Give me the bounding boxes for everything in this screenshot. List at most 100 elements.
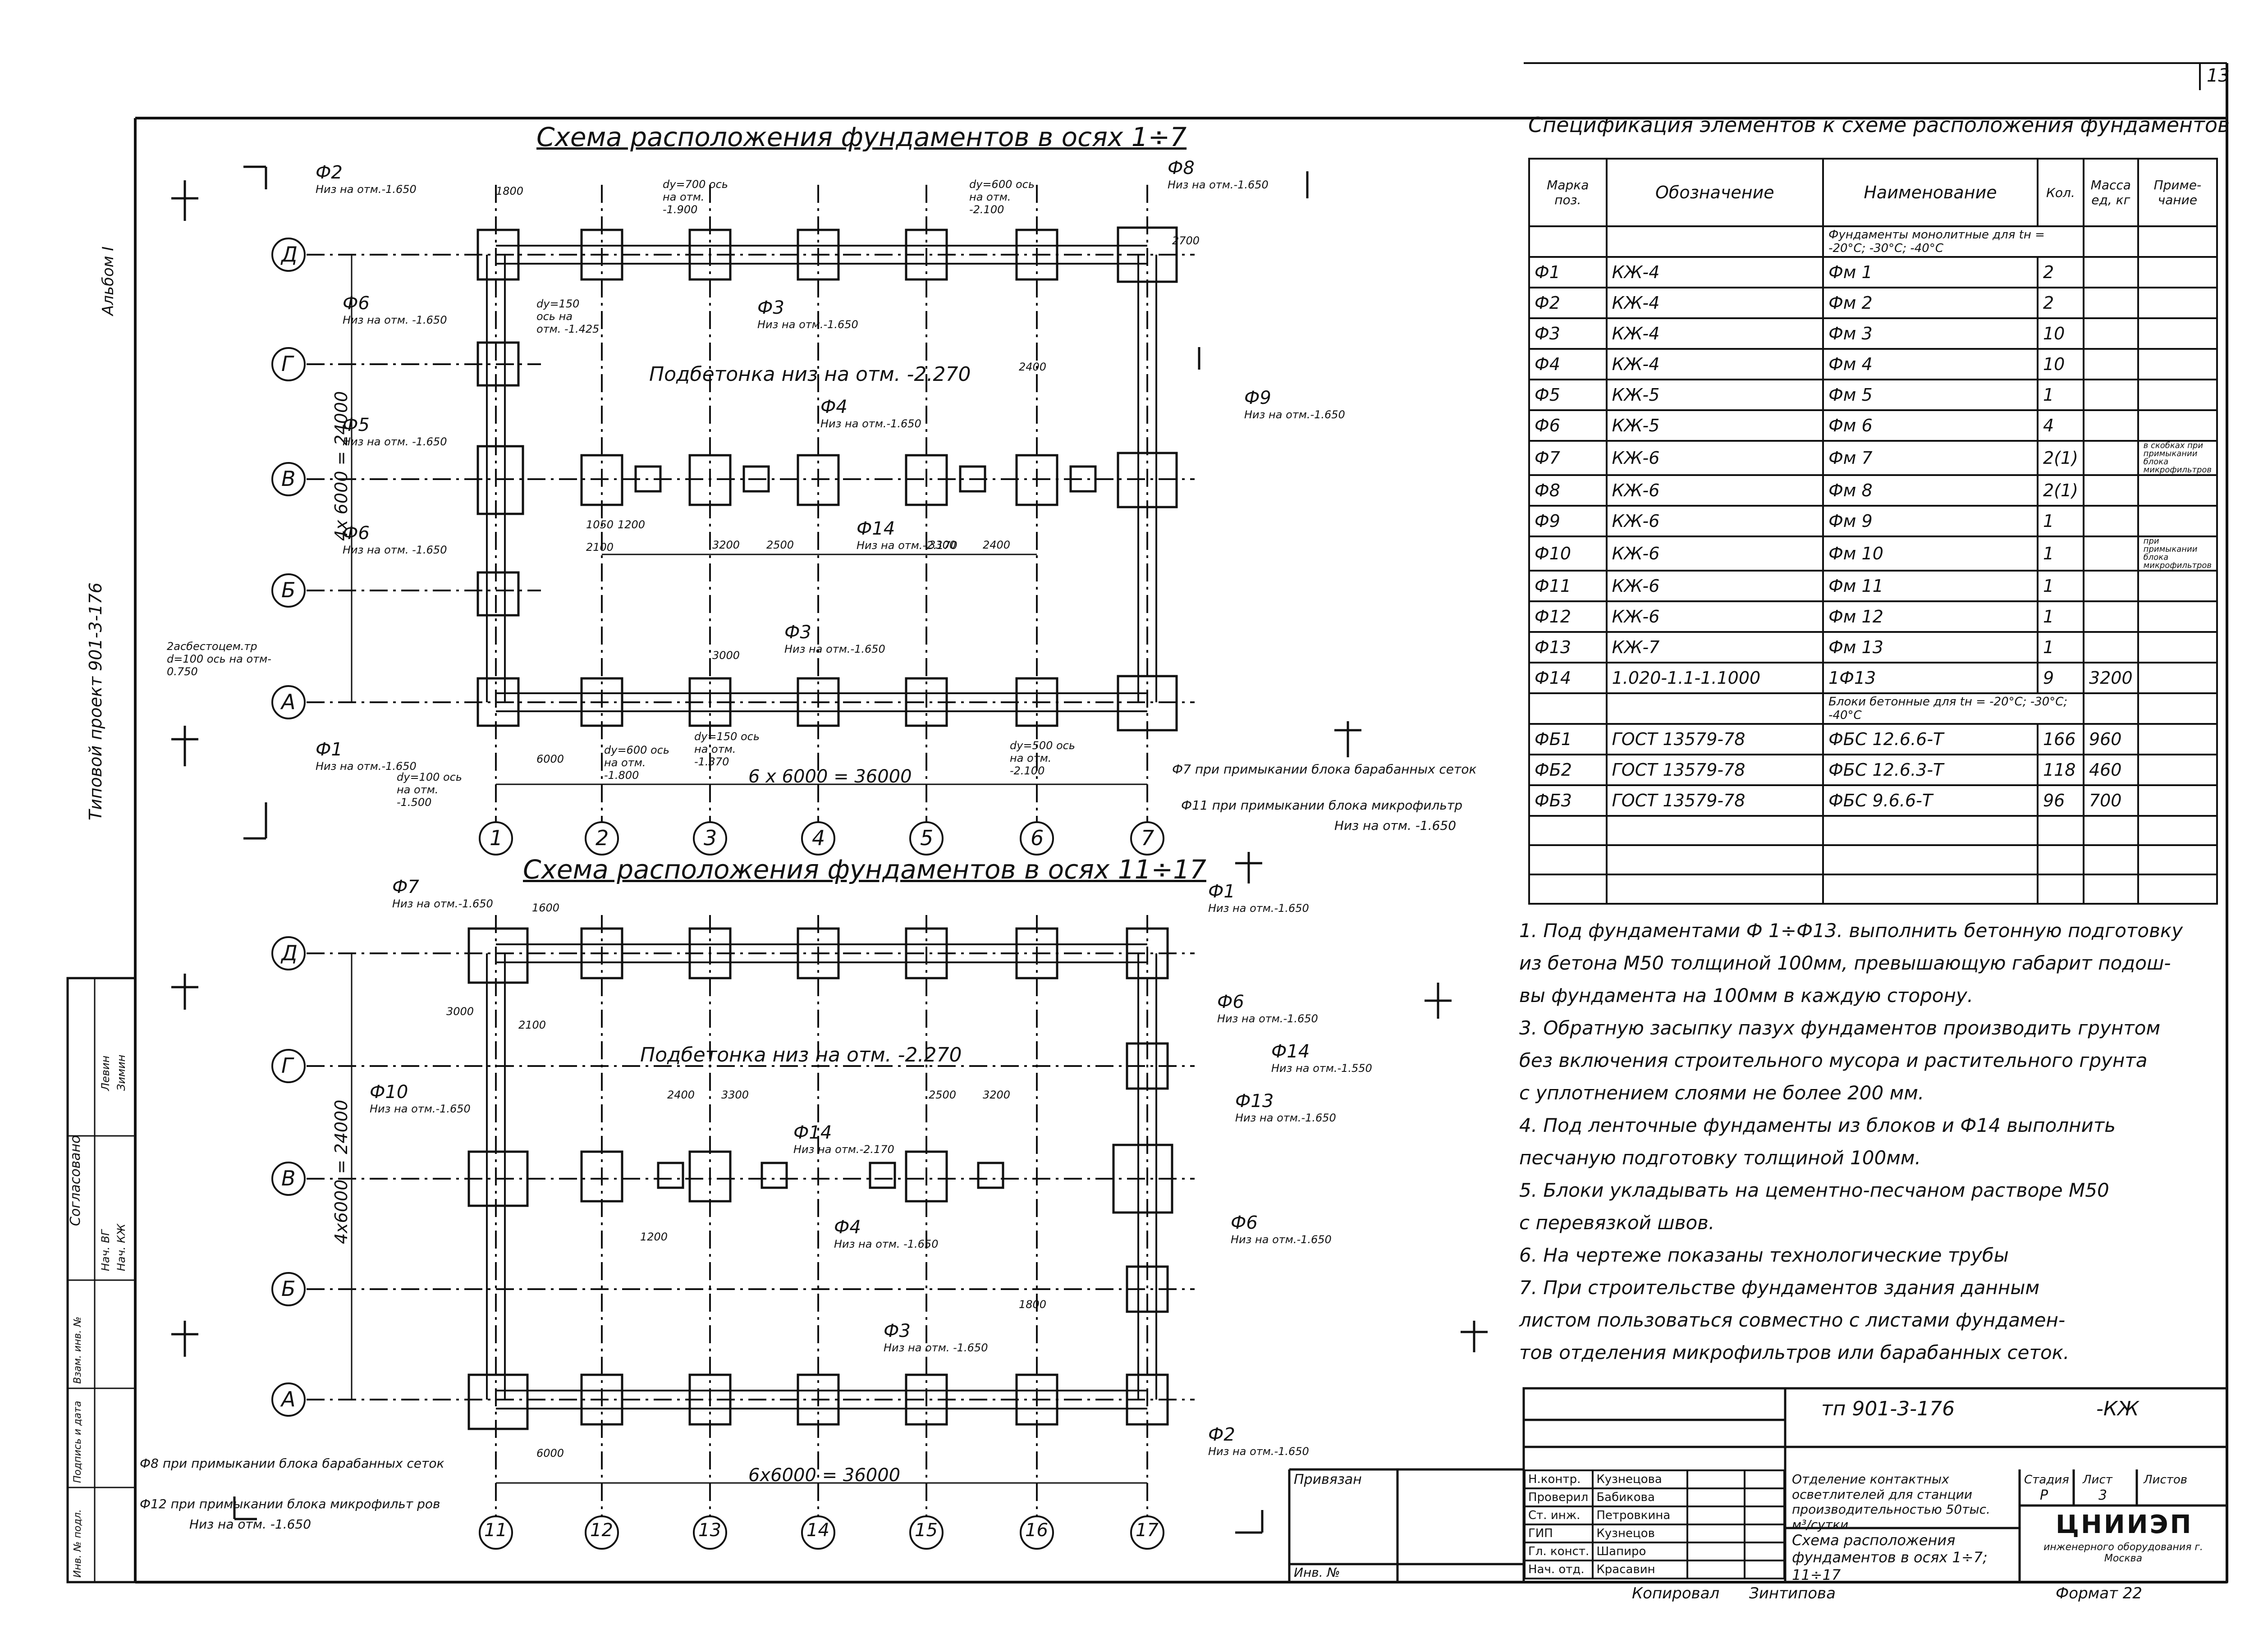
stamp-role: Гл. конст. — [1523, 1542, 1594, 1561]
spec-block-row-cell — [2137, 754, 2218, 786]
spec-row-cell: КЖ-4 — [1605, 317, 1824, 350]
spec-row-cell: Фм 13 — [1822, 631, 2039, 664]
stamp-sheets-h: Листов — [2144, 1473, 2188, 1487]
spec-row-cell: Ф2 — [1528, 287, 1608, 319]
spec-row-cell: Ф7 — [1528, 440, 1608, 476]
spec-row-cell — [2082, 474, 2139, 507]
axis-letter-D: Д — [281, 242, 298, 266]
plan-bottom-note-1: Ф8 при примыкании блока барабанных сеток — [140, 1456, 444, 1471]
sheet-format: Формат 22 — [2056, 1584, 2143, 1602]
spec-row-cell: КЖ-4 — [1605, 348, 1824, 380]
spec-row-cell — [2137, 287, 2218, 319]
dim-bot-7: 3000 — [446, 1005, 474, 1018]
spec-block-row-cell: ГОСТ 13579-78 — [1605, 723, 1824, 755]
stamp-person: Петровкина — [1592, 1506, 1688, 1525]
stamp-signature — [1686, 1506, 1745, 1525]
spec-row-cell: 2 — [2036, 287, 2084, 319]
stamp-date — [1743, 1524, 1786, 1543]
spec-row-cell: Ф14 — [1528, 662, 1608, 694]
pipe-note-4: dy=150 ось на отм. -1.370 — [694, 730, 760, 768]
stamp-date — [1743, 1560, 1786, 1579]
spec-row-cell: Ф1 — [1528, 256, 1608, 288]
plan-top-right-note-2: Ф11 при примыкании блока микрофильтр — [1181, 798, 1463, 813]
axis-num-3: 3 — [704, 826, 717, 850]
spec-row-cell — [2137, 317, 2218, 350]
spec-header-row: Марка поз. Обозначение Наименование Кол.… — [1528, 158, 2218, 227]
spec-row-cell — [2082, 570, 2139, 602]
spec-row-cell: КЖ-7 — [1605, 631, 1824, 664]
spec-row-cell — [2137, 379, 2218, 411]
axis-letter-V: В — [281, 467, 296, 491]
spec-row-cell — [2082, 287, 2139, 319]
plan-top-right-note-1: Ф7 при примыкании блока барабанных сеток — [1172, 762, 1477, 777]
spec-row-cell: КЖ-6 — [1605, 505, 1824, 537]
spec-row-cell: в скобках при примыкании блока микрофиль… — [2137, 440, 2218, 476]
pipe-note-1: dy=700 ось на отм. -1.900 — [663, 178, 728, 216]
axis-letter-G-2: Г — [281, 1053, 293, 1078]
dim-bot-3: 2500 — [929, 1089, 957, 1101]
axis-letter-A: А — [281, 690, 296, 714]
stamp-person-row: Нач. отд.Красавин — [1523, 1560, 1786, 1579]
stamp-stage-h: Стадия — [2024, 1473, 2069, 1487]
stamp-signature — [1686, 1524, 1745, 1543]
axis-bubble-6 — [1020, 821, 1054, 856]
axis-num-13: 13 — [698, 1520, 721, 1541]
axis-bubble-5 — [909, 821, 944, 856]
spec-row-cell — [2082, 256, 2139, 288]
axis-num-6: 6 — [1031, 826, 1044, 850]
spec-row-cell: Ф6 — [1528, 409, 1608, 442]
spec-row-cell: КЖ-6 — [1605, 535, 1824, 572]
spec-block-row-cell: ФБС 12.6.3-Т — [1822, 754, 2039, 786]
spec-block-row-cell — [2137, 723, 2218, 755]
spec-block-row-cell — [2137, 784, 2218, 817]
stamp-person: Бабикова — [1592, 1487, 1688, 1507]
spec-group1: Фундаменты монолитные для tн = -20°C; -3… — [1822, 225, 2084, 258]
plan-bottom-note-3: Низ на отм. -1.650 — [189, 1517, 312, 1532]
pipe-note-8: dy=100 ось на отм. -1.500 — [397, 771, 463, 809]
dim-top-5: 2400 — [983, 539, 1011, 551]
axis-num-11: 11 — [484, 1520, 507, 1541]
pipe-note-5: dy=600 ось на отм. -1.800 — [604, 744, 670, 782]
copied-by-name: Зинтипова — [1749, 1584, 1836, 1602]
spec-row-cell: КЖ-5 — [1605, 409, 1824, 442]
note-line: листом пользоваться совместно с листами … — [1519, 1309, 2066, 1331]
axis-bubble-7 — [1130, 821, 1164, 856]
dim-top-8: 2400 — [1019, 361, 1047, 373]
note-line: тов отделения микрофильтров или барабанн… — [1519, 1341, 2070, 1364]
axis-bubble-D — [271, 238, 306, 272]
stamp-org: ЦНИИЭП — [2056, 1510, 2193, 1539]
dim-top-9: 1200 — [618, 518, 646, 531]
axis-letter-V-2: В — [281, 1166, 296, 1190]
dim-top-4: 3300 — [929, 539, 957, 551]
spec-block-row-cell: 166 — [2036, 723, 2084, 755]
spec-row-cell: Фм 10 — [1822, 535, 2039, 572]
spec-row-cell: 2 — [2036, 256, 2084, 288]
stamp-sheet: 3 — [2098, 1487, 2107, 1503]
spec-row-cell: 1 — [2036, 379, 2084, 411]
spec-row-cell — [2137, 256, 2218, 288]
stamp-tied: Привязан — [1294, 1472, 1362, 1487]
spec-row-cell: Ф12 — [1528, 600, 1608, 633]
stamp-role: Н.контр. — [1523, 1469, 1594, 1489]
dim-top-11: 1050 — [586, 518, 614, 531]
note-line: с перевязкой швов. — [1519, 1212, 1715, 1234]
plan-top-concrete-prep: Подбетонка низ на отм. -2.270 — [649, 363, 971, 386]
spec-row-cell — [2082, 600, 2139, 633]
spec-row-cell — [2137, 409, 2218, 442]
pipe-note-3: dy=150 ось на отм. -1.425 — [536, 297, 600, 335]
spec-row-cell: КЖ-6 — [1605, 570, 1824, 602]
spec-row-cell: 1.020-1.1-1.1000 — [1605, 662, 1824, 694]
